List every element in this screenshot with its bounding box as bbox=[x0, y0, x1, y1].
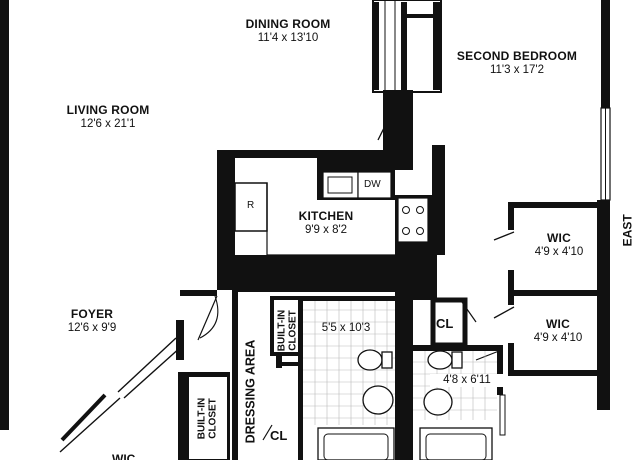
cooktop bbox=[397, 197, 429, 243]
foyer-label: FOYER 12'6 x 9'9 bbox=[52, 307, 132, 335]
kitchen-label: KITCHEN 9'9 x 8'2 bbox=[280, 209, 372, 237]
dressing-area-label: DRESSING AREA bbox=[243, 339, 258, 444]
dining-room-name: DINING ROOM bbox=[245, 17, 331, 31]
wic-partial-label: WIC bbox=[112, 452, 136, 460]
living-room-name: LIVING ROOM bbox=[66, 103, 150, 117]
wic-lower-name: WIC bbox=[546, 317, 570, 331]
wic-upper-dims: 4'9 x 4'10 bbox=[534, 245, 584, 258]
foyer-name: FOYER bbox=[70, 307, 114, 321]
master-bath-label: 5'5 x 10'3 bbox=[306, 322, 386, 335]
built-in-closet-upper bbox=[270, 296, 302, 356]
east-exterior-wall-upper bbox=[601, 0, 610, 108]
master-sink bbox=[362, 385, 394, 415]
dining-room-label: DINING ROOM 11'4 x 13'10 bbox=[232, 17, 344, 45]
second-sink bbox=[423, 388, 453, 416]
refrigerator-label: R bbox=[247, 200, 255, 211]
master-toilet bbox=[357, 349, 383, 371]
wic-lower-label: WIC 4'9 x 4'10 bbox=[518, 317, 598, 345]
kitchen-dims: 9'9 x 8'2 bbox=[304, 223, 348, 236]
living-room-dims: 12'6 x 21'1 bbox=[80, 117, 136, 130]
dining-room-dims: 11'4 x 13'10 bbox=[257, 31, 319, 44]
master-tub bbox=[317, 427, 395, 460]
second-bath-dims: 4'8 x 6'11 bbox=[443, 374, 491, 386]
cl-lower-label: CL bbox=[270, 428, 288, 443]
second-tub bbox=[419, 427, 493, 460]
dishwasher bbox=[357, 171, 392, 199]
wic-upper-name: WIC bbox=[547, 231, 571, 245]
wic-lower-dims: 4'9 x 4'10 bbox=[533, 331, 583, 344]
second-bedroom-dims: 11'3 x 17'2 bbox=[489, 63, 545, 76]
wic-upper-label: WIC 4'9 x 4'10 bbox=[520, 231, 598, 259]
built-in-closet-lower bbox=[187, 375, 229, 460]
foyer-dims: 12'6 x 9'9 bbox=[67, 321, 117, 334]
living-room-label: LIVING ROOM 12'6 x 21'1 bbox=[48, 103, 168, 131]
master-bath-dims: 5'5 x 10'3 bbox=[321, 322, 371, 334]
built-in-closet-lower-label: BUILT-IN CLOSET bbox=[196, 397, 219, 440]
second-bedroom-name: SECOND BEDROOM bbox=[456, 49, 578, 63]
built-in-closet-upper-label: BUILT-IN CLOSET bbox=[276, 309, 299, 352]
east-label: EAST bbox=[620, 214, 635, 247]
second-bath-label: 4'8 x 6'11 bbox=[430, 374, 504, 388]
second-bedroom-label: SECOND BEDROOM 11'3 x 17'2 bbox=[442, 49, 592, 77]
dishwasher-label: DW bbox=[364, 179, 381, 190]
second-toilet bbox=[427, 350, 453, 370]
kitchen-wall-west bbox=[217, 150, 235, 290]
west-exterior-wall bbox=[0, 0, 9, 430]
cl-upper-label: CL bbox=[436, 316, 454, 331]
kitchen-name: KITCHEN bbox=[298, 209, 354, 223]
